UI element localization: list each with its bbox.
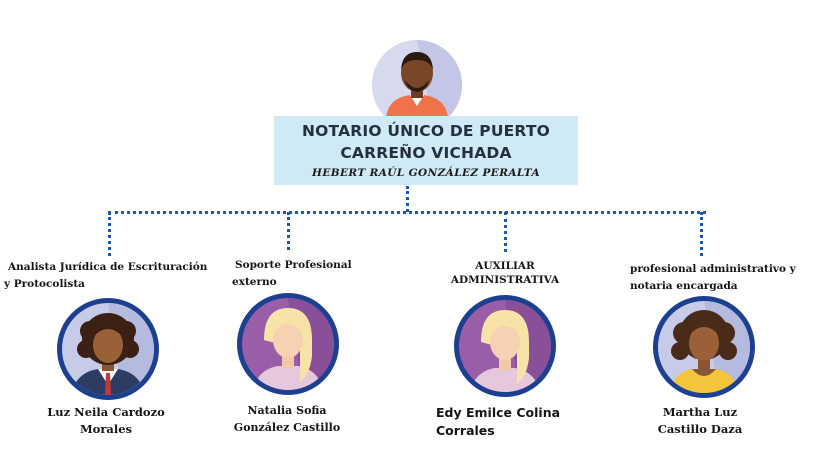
- name-3-line-1: Edy Emilce Colina: [436, 405, 561, 420]
- name-4-line-2: Castillo Daza: [657, 422, 743, 436]
- connector-branch-4: [700, 212, 703, 256]
- blonde-woman-avatar-icon: [237, 293, 339, 395]
- name-1-line-1: Luz Neila Cardozo: [47, 405, 165, 419]
- role-1-line-2: y Protocolista: [4, 278, 85, 290]
- role-3-line-2: ADMINISTRATIVA: [450, 274, 560, 286]
- connector-branch-2: [287, 212, 290, 250]
- role-label-2: Soporte Profesional externo: [232, 257, 352, 291]
- role-label-1: Analista Jurídica de Escrituración y Pro…: [4, 259, 207, 293]
- connector-bar: [108, 211, 706, 214]
- person-name-4: Martha Luz Castillo Daza: [630, 404, 770, 438]
- connector-branch-1: [108, 212, 111, 256]
- name-2-line-2: González Castillo: [233, 421, 341, 434]
- notary-name: HEBERT RAÚL GONZÁLEZ PERALTA: [312, 167, 540, 179]
- role-1-line-1: Analista Jurídica de Escrituración: [8, 261, 208, 273]
- connector-trunk: [406, 186, 409, 212]
- role-label-4: profesional administrativo y notaria enc…: [630, 261, 796, 295]
- name-4-line-1: Martha Luz: [662, 405, 738, 419]
- person-name-3: Edy Emilce Colina Corrales: [436, 404, 586, 440]
- curly-hair-woman-avatar-icon: [57, 298, 159, 400]
- title-line-1: NOTARIO ÚNICO DE PUERTO: [301, 122, 551, 140]
- person-name-2: Natalia Sofia González Castillo: [212, 402, 362, 436]
- role-4-line-2: notaria encargada: [630, 280, 738, 292]
- name-1-line-2: Morales: [79, 422, 133, 436]
- person-name-1: Luz Neila Cardozo Morales: [22, 404, 190, 438]
- name-2-line-1: Natalia Sofia: [247, 404, 327, 417]
- role-label-3: AUXILIAR ADMINISTRATIVA: [440, 259, 570, 287]
- title-box: NOTARIO ÚNICO DE PUERTO CARREÑO VICHADA …: [274, 116, 578, 185]
- notary-avatar-icon: [372, 40, 462, 118]
- role-3-line-1: AUXILIAR: [475, 260, 535, 272]
- name-3-line-2: Corrales: [436, 423, 495, 438]
- title-line-2: CARREÑO VICHADA: [340, 144, 512, 162]
- blonde-woman-avatar-icon: [454, 295, 556, 397]
- role-2-line-1: Soporte Profesional: [235, 259, 352, 271]
- curly-hair-woman-avatar-icon: [653, 296, 755, 398]
- role-2-line-2: externo: [232, 276, 277, 288]
- connector-branch-3: [504, 212, 507, 252]
- role-4-line-1: profesional administrativo y: [630, 263, 796, 275]
